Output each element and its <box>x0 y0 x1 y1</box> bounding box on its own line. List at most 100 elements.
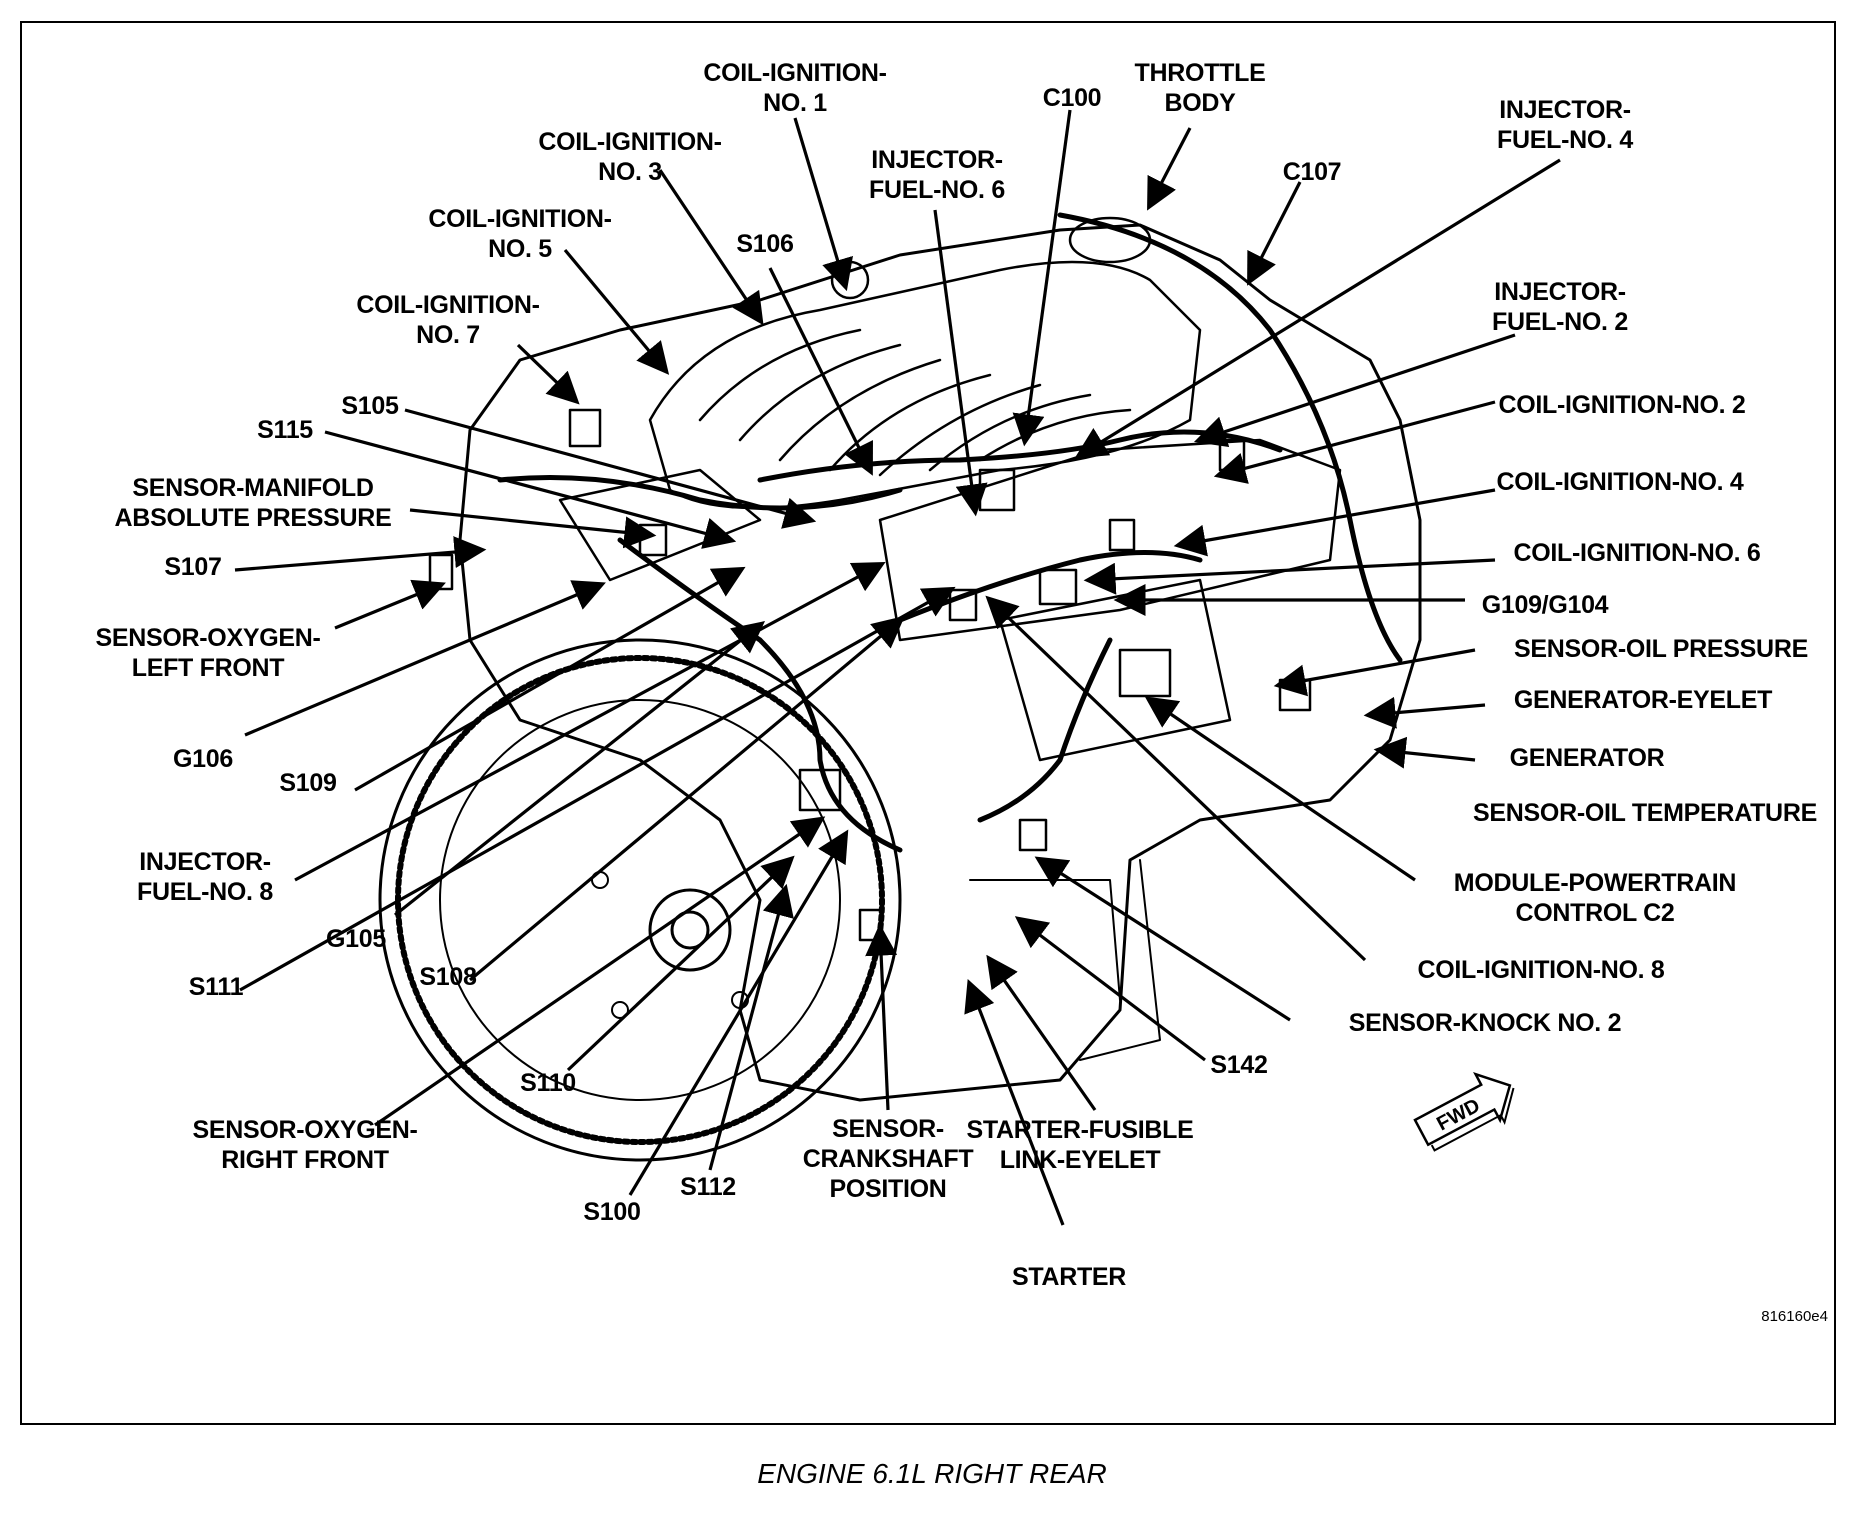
label-line: G109/G104 <box>1481 591 1609 619</box>
label-s115: S115 <box>257 415 313 445</box>
label-line: S100 <box>583 1198 641 1226</box>
label-s142: S142 <box>1210 1050 1267 1080</box>
label-line: S111 <box>188 973 244 1001</box>
intake-manifold <box>648 216 1202 510</box>
fwd-arrow-icon: FWD <box>1413 1072 1515 1152</box>
label-line: SENSOR-OXYGEN- <box>192 1116 418 1144</box>
label-s100: S100 <box>583 1197 640 1227</box>
label-line: FUEL-NO. 6 <box>869 176 1005 204</box>
label-generator: GENERATOR <box>1510 743 1665 773</box>
label-line: LEFT FRONT <box>131 654 285 682</box>
label-coil-ignition-no-8: COIL-IGNITION-NO. 8 <box>1417 955 1664 985</box>
label-line: STARTER <box>1011 1263 1127 1291</box>
label-sensor-oil-pressure: SENSOR-OIL PRESSURE <box>1514 634 1808 664</box>
label-line: S105 <box>341 392 399 420</box>
label-coil-ignition-no-1: COIL-IGNITION-NO. 1 <box>703 58 887 118</box>
label-line: INJECTOR- <box>139 848 271 876</box>
label-coil-ignition-no-7: COIL-IGNITION-NO. 7 <box>356 290 540 350</box>
label-line: S107 <box>164 553 222 581</box>
label-line: GENERATOR <box>1509 744 1665 772</box>
label-line: POSITION <box>829 1175 947 1203</box>
label-line: COIL-IGNITION- <box>428 205 612 233</box>
label-s105: S105 <box>341 391 398 421</box>
label-line: CONTROL C2 <box>1515 899 1675 927</box>
label-line: SENSOR- <box>832 1115 944 1143</box>
label-coil-ignition-no-5: COIL-IGNITION-NO. 5 <box>428 204 612 264</box>
label-c107: C107 <box>1283 157 1342 187</box>
label-starter: STARTER <box>1012 1262 1126 1292</box>
label-line: ABSOLUTE PRESSURE <box>114 504 392 532</box>
label-injector-fuel-no-6: INJECTOR-FUEL-NO. 6 <box>869 145 1005 205</box>
label-line: S108 <box>419 963 477 991</box>
connectors <box>428 408 1312 942</box>
label-line: COIL-IGNITION- <box>356 291 540 319</box>
label-injector-fuel-no-2: INJECTOR-FUEL-NO. 2 <box>1492 277 1628 337</box>
label-line: COIL-IGNITION- <box>538 128 722 156</box>
label-line: SENSOR-OIL TEMPERATURE <box>1473 799 1817 827</box>
label-line: COIL-IGNITION-NO. 4 <box>1496 468 1744 496</box>
label-s112: S112 <box>680 1172 736 1202</box>
label-s109: S109 <box>279 768 336 798</box>
figure-id: 816160e4 <box>1761 1308 1828 1325</box>
label-line: S109 <box>279 769 337 797</box>
label-line: NO. 7 <box>416 321 480 349</box>
label-line: INJECTOR- <box>871 146 1003 174</box>
diagram-frame <box>20 21 1836 1425</box>
label-sensor-oil-temperature: SENSOR-OIL TEMPERATURE <box>1473 798 1817 828</box>
label-line: RIGHT FRONT <box>221 1146 389 1174</box>
label-line: SENSOR-OXYGEN- <box>95 624 321 652</box>
label-line: G105 <box>326 925 386 953</box>
label-line: MODULE-POWERTRAIN <box>1453 869 1737 897</box>
label-line: LINK-EYELET <box>999 1146 1161 1174</box>
label-line: CRANKSHAFT <box>802 1145 974 1173</box>
label-line: FUEL-NO. 8 <box>137 878 273 906</box>
label-g109-g104: G109/G104 <box>1482 590 1609 620</box>
label-s106: S106 <box>736 229 793 259</box>
label-s107: S107 <box>164 552 221 582</box>
label-line: G106 <box>173 745 233 773</box>
label-line: COIL-IGNITION-NO. 8 <box>1417 956 1665 984</box>
label-injector-fuel-no-4: INJECTOR-FUEL-NO. 4 <box>1497 95 1633 155</box>
label-sensor-knock-no-2: SENSOR-KNOCK NO. 2 <box>1348 1008 1622 1038</box>
label-line: INJECTOR- <box>1499 96 1631 124</box>
label-line: COIL-IGNITION- <box>703 59 887 87</box>
label-line: SENSOR-KNOCK NO. 2 <box>1348 1009 1622 1037</box>
label-coil-ignition-no-4: COIL-IGNITION-NO. 4 <box>1496 467 1743 497</box>
label-line: SENSOR-OIL PRESSURE <box>1514 635 1808 663</box>
label-line: C100 <box>1042 84 1102 112</box>
label-line: GENERATOR-EYELET <box>1513 686 1773 714</box>
label-coil-ignition-no-6: COIL-IGNITION-NO. 6 <box>1513 538 1760 568</box>
label-line: SENSOR-MANIFOLD <box>132 474 374 502</box>
label-g105: G105 <box>326 924 386 954</box>
label-line: COIL-IGNITION-NO. 6 <box>1513 539 1761 567</box>
label-line: NO. 3 <box>598 158 662 186</box>
label-line: S112 <box>680 1173 736 1201</box>
label-line: S106 <box>736 230 794 258</box>
label-s111: S111 <box>188 972 244 1002</box>
engine-block <box>458 223 1422 1102</box>
label-generator-eyelet: GENERATOR-EYELET <box>1513 685 1773 715</box>
label-line: STARTER-FUSIBLE <box>966 1116 1194 1144</box>
label-c100: C100 <box>1043 83 1102 113</box>
label-line: S110 <box>520 1069 576 1097</box>
label-coil-ignition-no-3: COIL-IGNITION-NO. 3 <box>538 127 722 187</box>
flywheel <box>378 638 902 1162</box>
figure-caption: ENGINE 6.1L RIGHT REAR <box>757 1458 1107 1489</box>
label-line: FUEL-NO. 2 <box>1492 308 1628 336</box>
label-line: NO. 5 <box>488 235 552 263</box>
label-injector-fuel-no-8: INJECTOR-FUEL-NO. 8 <box>137 847 273 907</box>
label-s108: S108 <box>419 962 476 992</box>
label-line: S142 <box>1210 1051 1268 1079</box>
label-s110: S110 <box>520 1068 576 1098</box>
label-line: THROTTLE <box>1134 59 1266 87</box>
label-sensor-oxygen-right-front: SENSOR-OXYGEN-RIGHT FRONT <box>193 1115 418 1175</box>
label-line: INJECTOR- <box>1494 278 1626 306</box>
label-sensor-oxygen-left-front: SENSOR-OXYGEN-LEFT FRONT <box>96 623 321 683</box>
label-line: FUEL-NO. 4 <box>1497 126 1633 154</box>
label-g106: G106 <box>173 744 233 774</box>
